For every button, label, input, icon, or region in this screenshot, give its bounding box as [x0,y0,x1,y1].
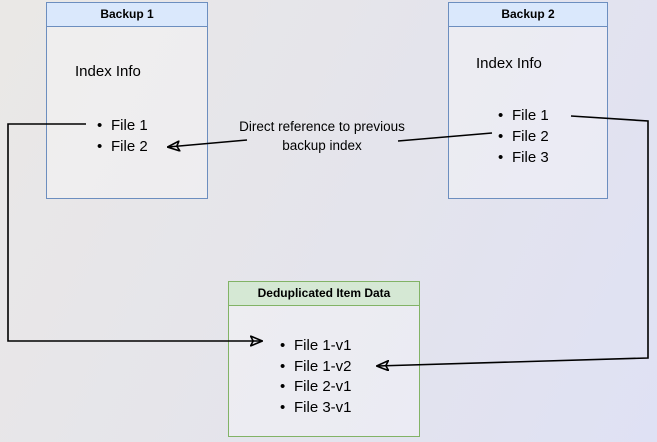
list-item: File 3-v1 [280,398,352,419]
backup2-file-list: File 1 File 2 File 3 [498,105,549,168]
backup1-index-info-label: Index Info [75,63,141,80]
backup1-file-list: File 1 File 2 [97,115,148,157]
deduplicated-item-data-box: Deduplicated Item Data File 1-v1 File 1-… [228,281,420,437]
backup2-title: Backup 2 [449,3,607,27]
direct-reference-annotation: Direct reference to previous backup inde… [239,119,405,153]
list-item: File 1 [498,105,549,126]
list-item: File 1-v2 [280,357,352,378]
dedup-item-list: File 1-v1 File 1-v2 File 2-v1 File 3-v1 [280,336,352,418]
backup2-index-info-label: Index Info [476,55,542,72]
list-item: File 3 [498,147,549,168]
backup1-title: Backup 1 [47,3,207,27]
dedup-title: Deduplicated Item Data [229,282,419,306]
backup2-box: Backup 2 Index Info File 1 File 2 File 3 [448,2,608,199]
list-item: File 1-v1 [280,336,352,357]
list-item: File 1 [97,115,148,136]
list-item: File 2 [498,126,549,147]
list-item: File 2 [97,136,148,157]
backup1-box: Backup 1 Index Info File 1 File 2 [46,2,208,199]
list-item: File 2-v1 [280,377,352,398]
